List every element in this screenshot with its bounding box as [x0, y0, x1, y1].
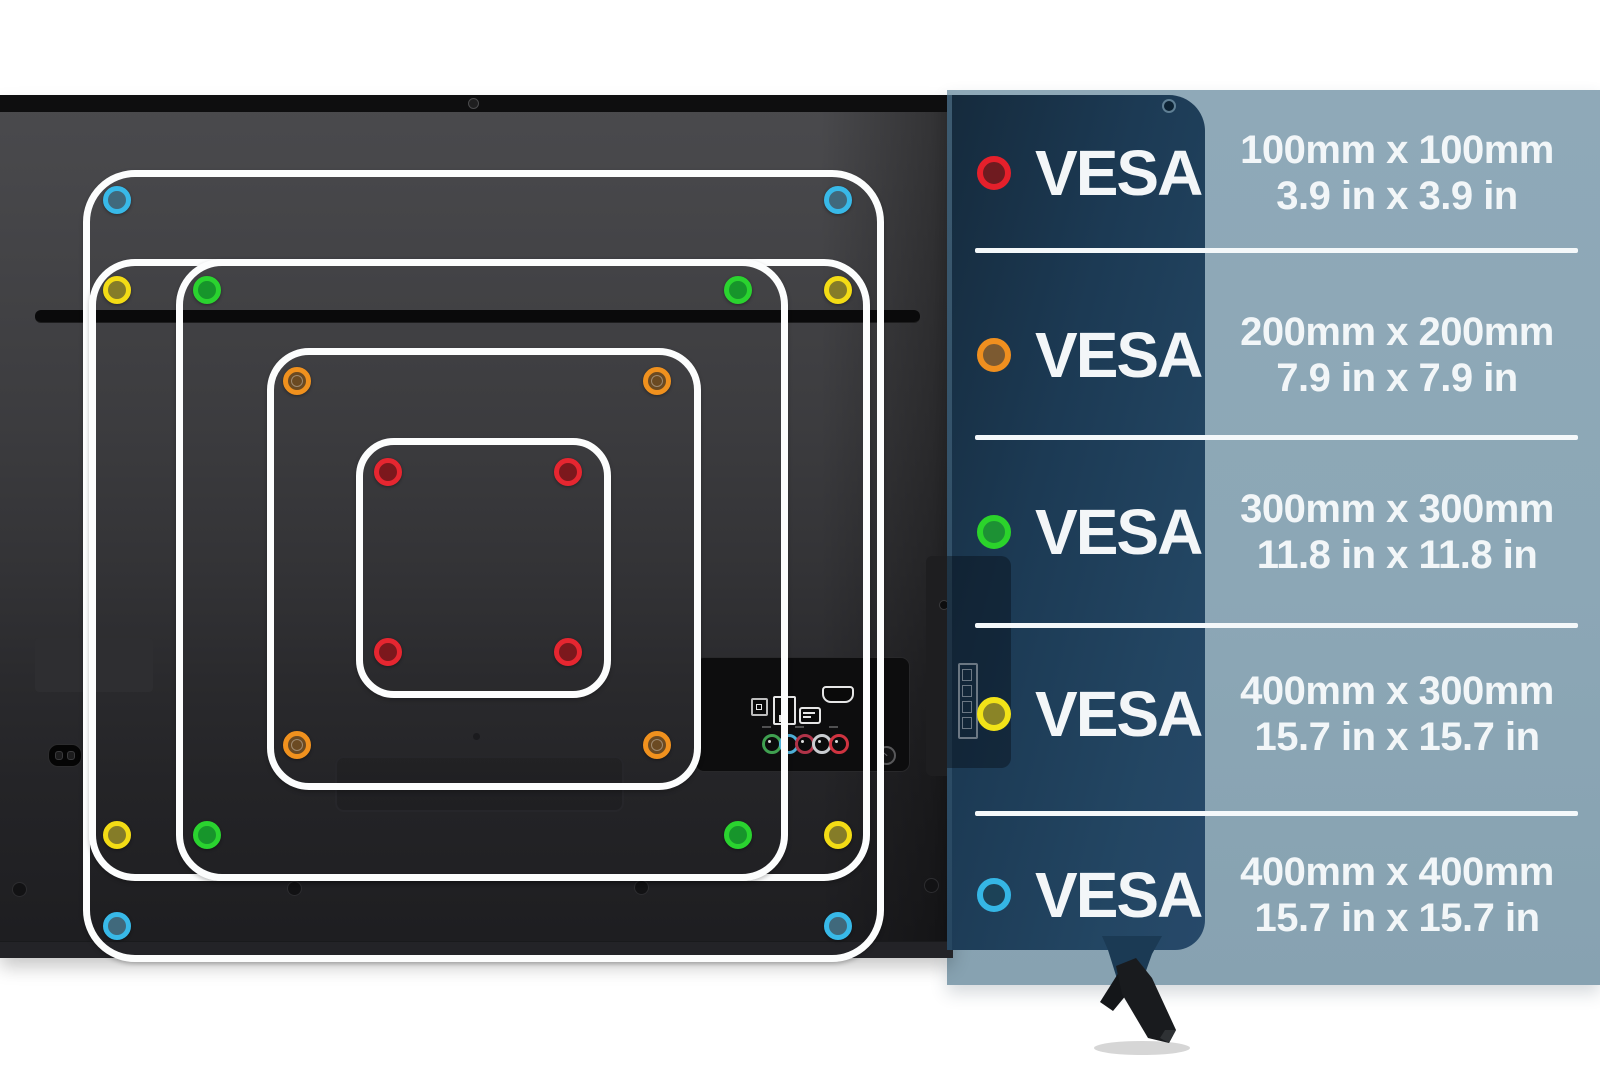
hdmi-port-icon [822, 686, 854, 703]
vesa-400x300-hole-dot [824, 821, 852, 849]
legend-divider [975, 435, 1578, 440]
vesa-100x100-outline [356, 438, 611, 698]
vesa-size-400x400: 400mm x 400mm 15.7 in x 15.7 in [1207, 843, 1587, 947]
jack-label [795, 726, 804, 728]
vesa-400x400-hole-dot [824, 186, 852, 214]
vesa-size-300x300: 300mm x 300mm 11.8 in x 11.8 in [1207, 480, 1587, 584]
vesa-size-100x100: 100mm x 100mm 3.9 in x 3.9 in [1207, 121, 1587, 225]
vesa-400x300-hole-dot [103, 821, 131, 849]
vesa-label: VESA [1035, 678, 1203, 750]
vesa-300x300-hole-dot [193, 276, 221, 304]
legend-divider [975, 248, 1578, 253]
vesa-400x400-hole-dot [824, 912, 852, 940]
vesa-100x100-hole-dot [374, 458, 402, 486]
rca-jack-red2 [829, 734, 849, 754]
vent-slot [35, 310, 920, 323]
screw-icon [924, 878, 939, 893]
legend-dot-yellow [977, 697, 1011, 731]
vesa-label: VESA [1035, 496, 1203, 568]
vesa-100x100-hole-dot [374, 638, 402, 666]
vesa-100x100-hole-dot [554, 458, 582, 486]
screw-icon [287, 881, 302, 896]
vesa-400x300-hole-dot [103, 276, 131, 304]
legend-dot-blue [977, 878, 1011, 912]
tv-stand [1094, 936, 1190, 1055]
size-mm: 400mm x 300mm [1240, 669, 1554, 713]
screw-icon [468, 98, 479, 109]
side-module-seen-through [947, 556, 1011, 768]
vesa-300x300-hole-dot [193, 821, 221, 849]
legend-dot-orange [977, 338, 1011, 372]
screw-hole [473, 733, 480, 740]
size-mm: 300mm x 300mm [1240, 487, 1554, 531]
legend-dot-red [977, 156, 1011, 190]
power-inlet-icon [48, 744, 82, 767]
vesa-300x300-hole-dot [724, 821, 752, 849]
legend-divider [975, 623, 1578, 628]
size-mm: 100mm x 100mm [1240, 128, 1554, 172]
vesa-200x200-hole-dot [643, 731, 671, 759]
vesa-300x300-hole-dot [724, 276, 752, 304]
optical-port-icon [751, 698, 768, 716]
size-in: 15.7 in x 15.7 in [1254, 715, 1541, 759]
jack-label [762, 726, 771, 728]
legend-dot-green [977, 515, 1011, 549]
vesa-label: VESA [1035, 137, 1203, 209]
vesa-400x400-hole-dot [103, 912, 131, 940]
tv-right-shadow [820, 95, 953, 957]
vesa-200x200-hole-dot [643, 367, 671, 395]
size-mm: 400mm x 400mm [1240, 850, 1554, 894]
vesa-label: VESA [1035, 859, 1203, 931]
vesa-size-200x200: 200mm x 200mm 7.9 in x 7.9 in [1207, 303, 1587, 407]
size-in: 7.9 in x 7.9 in [1276, 356, 1518, 400]
vesa-size-400x300: 400mm x 300mm 15.7 in x 15.7 in [1207, 662, 1587, 766]
size-in: 15.7 in x 15.7 in [1254, 896, 1541, 940]
legend-divider [975, 811, 1578, 816]
vesa-400x400-hole-dot [103, 186, 131, 214]
size-in: 11.8 in x 11.8 in [1256, 533, 1538, 577]
vesa-400x300-hole-dot [824, 276, 852, 304]
vesa-200x200-outline [267, 348, 701, 790]
vesa-400x400-outline [83, 170, 884, 962]
size-mm: 200mm x 200mm [1240, 310, 1554, 354]
vesa-100x100-hole-dot [554, 638, 582, 666]
ports-panel [695, 657, 910, 772]
tv-bottom-edge [0, 941, 953, 958]
vesa-200x200-hole-dot [283, 367, 311, 395]
camera-dot-icon [1162, 99, 1176, 113]
side-port-labels [958, 663, 978, 739]
vesa-300x300-outline [176, 259, 788, 881]
usb-port-icon [799, 707, 821, 724]
screw-icon [12, 882, 27, 897]
jack-label [829, 726, 838, 728]
vesa-200x200-hole-dot [283, 731, 311, 759]
vesa-label: VESA [1035, 319, 1203, 391]
size-in: 3.9 in x 3.9 in [1276, 174, 1518, 218]
